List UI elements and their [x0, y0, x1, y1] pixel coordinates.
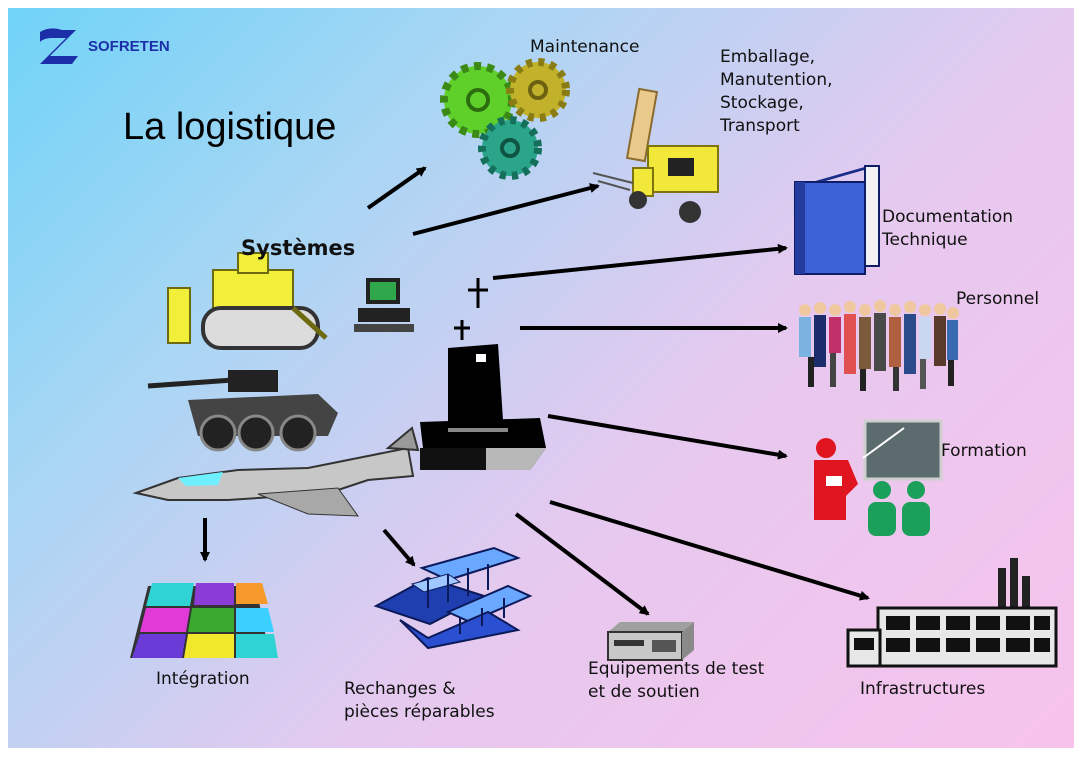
handling-label: Emballage, Manutention, Stockage, Transp…: [720, 46, 833, 138]
systems-label: Systèmes: [241, 236, 356, 260]
page-title: La logistique: [123, 106, 337, 148]
z-logo-icon: [40, 28, 78, 64]
arrow-to-maintenance: [366, 166, 427, 210]
documentation-line-2: Technique: [882, 230, 968, 250]
test-equipment-label: Equipements de test et de soutien: [588, 658, 764, 704]
handling-line-4: Transport: [720, 116, 800, 136]
arrow-to-spares: [382, 528, 416, 567]
bulldozer-icon: [167, 252, 328, 350]
handling-line-1: Emballage,: [720, 47, 816, 67]
circuit-boards-icon: [373, 546, 533, 650]
gears-icon: [440, 58, 570, 180]
binder-icon: [794, 165, 880, 275]
puzzle-icon: [130, 583, 278, 658]
spares-line-1: Rechanges &: [344, 679, 456, 699]
handling-line-3: Stockage,: [720, 93, 804, 113]
infrastructures-label: Infrastructures: [860, 679, 986, 699]
forklift-icon: [592, 87, 719, 223]
handling-line-2: Manutention,: [720, 70, 833, 90]
arrow-to-documentation: [492, 243, 788, 280]
arrow-to-handling: [412, 183, 600, 236]
computer-icon: [354, 278, 414, 332]
documentation-line-1: Documentation: [882, 207, 1014, 227]
diagram-art: [130, 58, 1058, 668]
maintenance-label: Maintenance: [530, 37, 640, 57]
test-equipment-line-1: Equipements de test: [588, 659, 765, 679]
arrow-to-test: [514, 512, 650, 616]
factory-icon: [846, 558, 1058, 668]
tank-icon: [147, 370, 338, 452]
spares-line-2: pièces réparables: [344, 702, 495, 722]
test-equipment-line-2: et de soutien: [588, 682, 700, 702]
brand-name: SOFRETEN: [88, 38, 170, 55]
arrows: [200, 166, 870, 616]
spares-label: Rechanges & pièces réparables: [344, 678, 495, 724]
integration-label: Intégration: [156, 669, 250, 689]
arrow-to-formation: [547, 414, 788, 460]
documentation-label: Documentation Technique: [882, 206, 1013, 252]
fighter-jet-icon: [132, 426, 420, 517]
formation-label: Formation: [941, 441, 1027, 461]
diagram-canvas: SOFRETEN La logistique Systèmes Maintena…: [8, 8, 1074, 748]
arrow-to-infrastructures: [549, 500, 870, 601]
teacher-icon: [814, 419, 943, 536]
warship-icon: [420, 278, 546, 470]
people-icon: [799, 300, 959, 391]
test-device-icon: [607, 622, 694, 661]
personnel-label: Personnel: [956, 289, 1040, 309]
